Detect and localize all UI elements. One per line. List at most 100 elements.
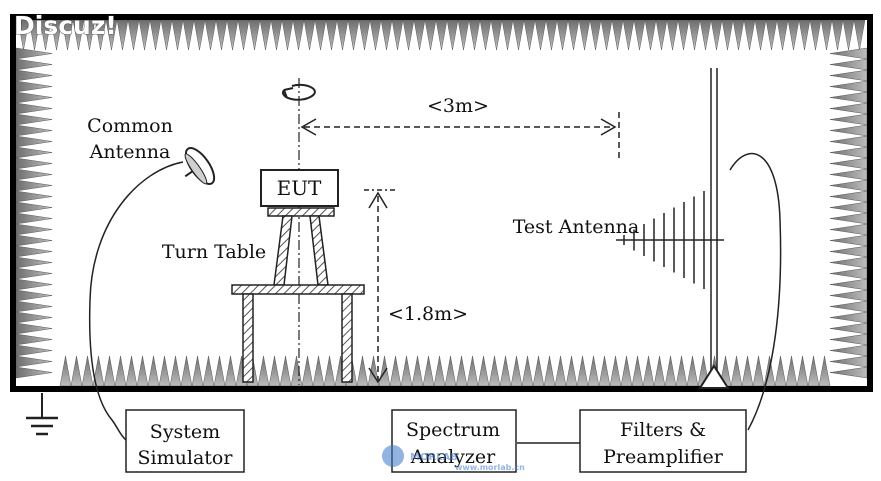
absorber-cone: [642, 355, 655, 387]
spectrum-analyzer-box: [391, 409, 517, 473]
absorber-cone: [556, 19, 569, 51]
absorber-cone: [114, 355, 127, 387]
test-antenna-label: Test Antenna: [513, 216, 640, 238]
absorber-cone: [609, 355, 622, 387]
absorber-cone: [281, 19, 294, 51]
absorber-cone: [15, 245, 53, 258]
absorber-cone: [303, 19, 316, 51]
absorber-cone: [765, 19, 778, 51]
spectrum-analyzer-label-line1: Spectrum: [406, 419, 500, 441]
absorber-cone: [468, 19, 481, 51]
absorber-cone: [391, 19, 404, 51]
absorber-top-wall: [17, 19, 866, 51]
absorber-cone: [829, 223, 868, 236]
absorber-cone: [829, 80, 868, 93]
absorber-cone: [147, 355, 160, 387]
absorber-cone: [699, 19, 712, 51]
absorber-cone: [741, 355, 754, 387]
absorber-cone: [15, 168, 53, 181]
absorber-cone: [666, 19, 679, 51]
absorber-cone: [347, 19, 360, 51]
absorber-cone: [15, 212, 53, 225]
absorber-cone: [545, 19, 558, 51]
absorber-cone: [600, 19, 613, 51]
absorber-cone: [829, 322, 868, 335]
absorber-cone: [103, 355, 116, 387]
eut-label: EUT: [277, 176, 322, 200]
absorber-cone: [664, 355, 677, 387]
absorber-cone: [389, 355, 402, 387]
absorber-cone: [290, 355, 303, 387]
absorber-cone: [435, 19, 448, 51]
absorber-cone: [479, 19, 492, 51]
absorber-left-wall: [15, 47, 53, 379]
absorber-cone: [820, 19, 833, 51]
absorber-cone: [15, 300, 53, 313]
absorber-cone: [754, 19, 767, 51]
absorber-cone: [380, 19, 393, 51]
absorber-cone: [576, 355, 589, 387]
absorber-cone: [292, 19, 305, 51]
filters-preamplifier-box: [579, 409, 747, 473]
absorber-cone: [444, 355, 457, 387]
absorber-cone: [15, 80, 53, 93]
absorber-cone: [620, 355, 633, 387]
absorber-cone: [15, 234, 53, 247]
absorber-cone: [829, 102, 868, 115]
absorber-cone: [15, 124, 53, 137]
watermark-text: Discuz!: [14, 11, 117, 40]
absorber-cone: [589, 19, 602, 51]
absorber-cone: [279, 355, 292, 387]
logo-subtext: www.morlab.cn: [455, 463, 525, 472]
absorber-cone: [490, 19, 503, 51]
absorber-cone: [15, 311, 53, 324]
absorber-cone: [301, 355, 314, 387]
absorber-cone: [829, 168, 868, 181]
absorber-cone: [15, 157, 53, 170]
absorber-cone: [710, 19, 723, 51]
absorber-cone: [325, 19, 338, 51]
absorber-right-wall: [829, 47, 868, 379]
absorber-cone: [829, 135, 868, 148]
absorber-cone: [477, 355, 490, 387]
absorber-cone: [578, 19, 591, 51]
absorber-cone: [829, 157, 868, 170]
absorber-cone: [15, 223, 53, 236]
absorber-cone: [125, 355, 138, 387]
absorber-cone: [829, 234, 868, 247]
absorber-cone: [818, 355, 831, 387]
absorber-cone: [402, 19, 415, 51]
absorber-cone: [521, 355, 534, 387]
absorber-cone: [501, 19, 514, 51]
filters-preamplifier-label-line1: Filters &: [620, 419, 706, 441]
absorber-cone: [15, 113, 53, 126]
absorber-cone: [70, 355, 83, 387]
absorber-cone: [433, 355, 446, 387]
absorber-cone: [565, 355, 578, 387]
absorber-cone: [732, 19, 745, 51]
absorber-cone: [543, 355, 556, 387]
absorber-cone: [523, 19, 536, 51]
chamber-border: [10, 14, 873, 392]
absorber-cone: [149, 19, 162, 51]
absorber-cone: [730, 355, 743, 387]
distance-3m-label: <3m>: [427, 95, 489, 117]
absorber-cone: [15, 278, 53, 291]
absorber-cone: [15, 344, 53, 357]
absorber-cone: [829, 289, 868, 302]
morlab-logo: MORLAB www.morlab.cn: [382, 445, 525, 472]
absorber-cone: [774, 355, 787, 387]
absorber-cone: [829, 355, 868, 368]
absorber-cone: [512, 19, 525, 51]
absorber-cone: [829, 212, 868, 225]
absorber-cone: [798, 19, 811, 51]
absorber-cone: [622, 19, 635, 51]
absorber-cone: [842, 19, 855, 51]
absorber-cone: [237, 19, 250, 51]
absorber-cone: [224, 355, 237, 387]
absorber-cone: [411, 355, 424, 387]
absorber-cone: [15, 256, 53, 269]
absorber-cone: [15, 355, 53, 368]
absorber-cone: [633, 19, 646, 51]
